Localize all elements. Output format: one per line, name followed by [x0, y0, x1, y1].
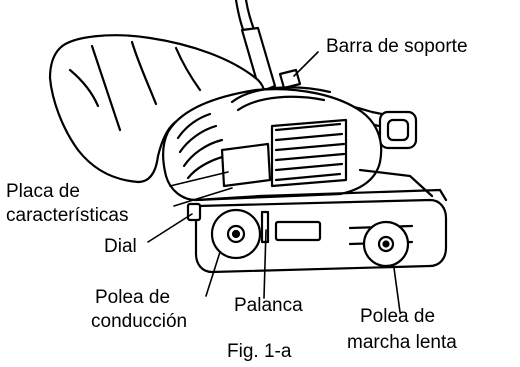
- power-cord: [234, 0, 277, 94]
- rating-plate: [220, 142, 272, 188]
- label-idler-pulley-line2: marcha lenta: [347, 332, 457, 353]
- dial-knob: [186, 202, 202, 222]
- label-rating-plate-line1: Placa de: [6, 181, 80, 202]
- label-lever: Palanca: [234, 295, 303, 316]
- label-drive-pulley-line1: Polea de: [95, 287, 171, 308]
- label-support-bar: Barra de soporte: [326, 36, 468, 57]
- figure-caption: Fig. 1-a: [227, 341, 292, 362]
- label-idler-pulley-line1: Polea de: [360, 306, 436, 327]
- label-dial: Dial: [104, 236, 137, 257]
- support-bar: [266, 68, 418, 150]
- leader-lines: [147, 51, 401, 313]
- idler-pulley: [362, 220, 410, 268]
- label-rating-plate-line2: características: [6, 205, 129, 226]
- motor-housing: [162, 86, 383, 202]
- label-drive-pulley-line2: conducción: [91, 311, 188, 332]
- drive-pulley: [210, 208, 262, 260]
